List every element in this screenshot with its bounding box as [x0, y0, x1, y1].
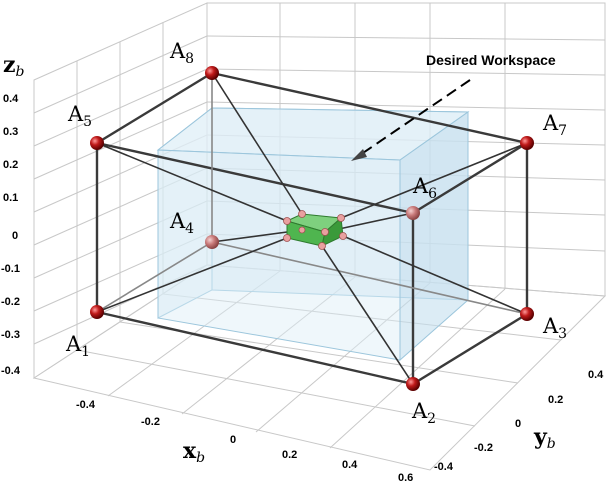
frame-edge: [96, 141, 414, 215]
anchor-a4: [205, 235, 219, 249]
y-tick: -0.4: [434, 461, 454, 473]
robot-frame: [95, 71, 529, 386]
label-a2: A2: [411, 399, 436, 427]
z-tick: -0.3: [1, 329, 20, 341]
x-axis-title: xb: [183, 438, 205, 466]
y-tick: -0.2: [474, 442, 493, 454]
floor: [32, 264, 607, 471]
y-tick: 0: [515, 418, 521, 430]
x-tick: -0.2: [141, 416, 160, 428]
label-a3: A3: [542, 314, 567, 342]
y-tick: 0.2: [548, 394, 563, 406]
frame-edge: [211, 71, 528, 145]
cable: [211, 72, 303, 215]
anchor-a3: [520, 307, 534, 321]
y-tick: 0.4: [588, 369, 604, 381]
z-tick: -0.1: [1, 263, 20, 275]
anchor-a6: [406, 206, 420, 220]
y-axis: -0.4 -0.2 0 0.2 0.4 yb: [434, 369, 604, 473]
z-tick: 0.3: [3, 126, 18, 138]
x-tick: 0: [230, 434, 236, 446]
x-tick: 0.2: [282, 449, 297, 461]
label-a1: A1: [65, 332, 90, 360]
label-a6: A6: [412, 174, 437, 202]
frame-edge-hidden: [96, 241, 213, 313]
z-tick: 0.4: [3, 93, 19, 105]
label-a5: A5: [67, 102, 92, 130]
label-a4: A4: [169, 209, 194, 237]
anchor-a1: [90, 305, 104, 319]
z-tick: -0.4: [1, 365, 21, 377]
z-axis: 0.4 0.3 0.2 0.1 0 -0.1 -0.2 -0.3 -0.4 zb: [1, 52, 25, 377]
frame-edge: [412, 312, 528, 386]
anchor-a2: [406, 377, 420, 391]
x-axis: -0.4 -0.2 0 0.2 0.4 0.6 xb: [76, 399, 413, 484]
label-a7: A7: [542, 111, 567, 139]
mobile-platform: [283, 210, 347, 250]
annotation-label: Desired Workspace: [426, 52, 556, 68]
anchor-points: [90, 66, 534, 391]
workspace-annotation: Desired Workspace: [351, 52, 556, 161]
x-tick: -0.4: [76, 399, 96, 411]
z-tick: 0.2: [3, 159, 18, 171]
cable: [321, 245, 414, 385]
workspace-front-face: [157, 149, 401, 361]
cable: [96, 142, 288, 222]
frame-edge: [412, 141, 528, 215]
x-tick: 0.4: [342, 459, 358, 471]
anchor-a5: [90, 136, 104, 150]
anchor-labels: A1 A2 A3 A4 A5 A6 A7 A8: [65, 39, 567, 427]
z-axis-title: zb: [3, 52, 25, 80]
y-axis-title: yb: [533, 424, 556, 452]
cable: [340, 142, 528, 219]
z-tick: 0.1: [3, 192, 18, 204]
anchor-a8: [205, 66, 219, 80]
annotation-arrow-line: [359, 79, 471, 156]
anchor-a7: [520, 136, 534, 150]
frame-edge-hidden: [211, 241, 528, 315]
annotation-arrow-head: [351, 149, 367, 161]
label-a8: A8: [169, 39, 194, 67]
x-tick: 0.6: [398, 472, 413, 484]
z-tick: 0: [12, 230, 18, 242]
cable: [96, 237, 288, 313]
z-tick: -0.2: [1, 296, 20, 308]
frame-edge: [96, 71, 213, 145]
cable: [342, 235, 528, 315]
frame-edge: [96, 310, 414, 386]
